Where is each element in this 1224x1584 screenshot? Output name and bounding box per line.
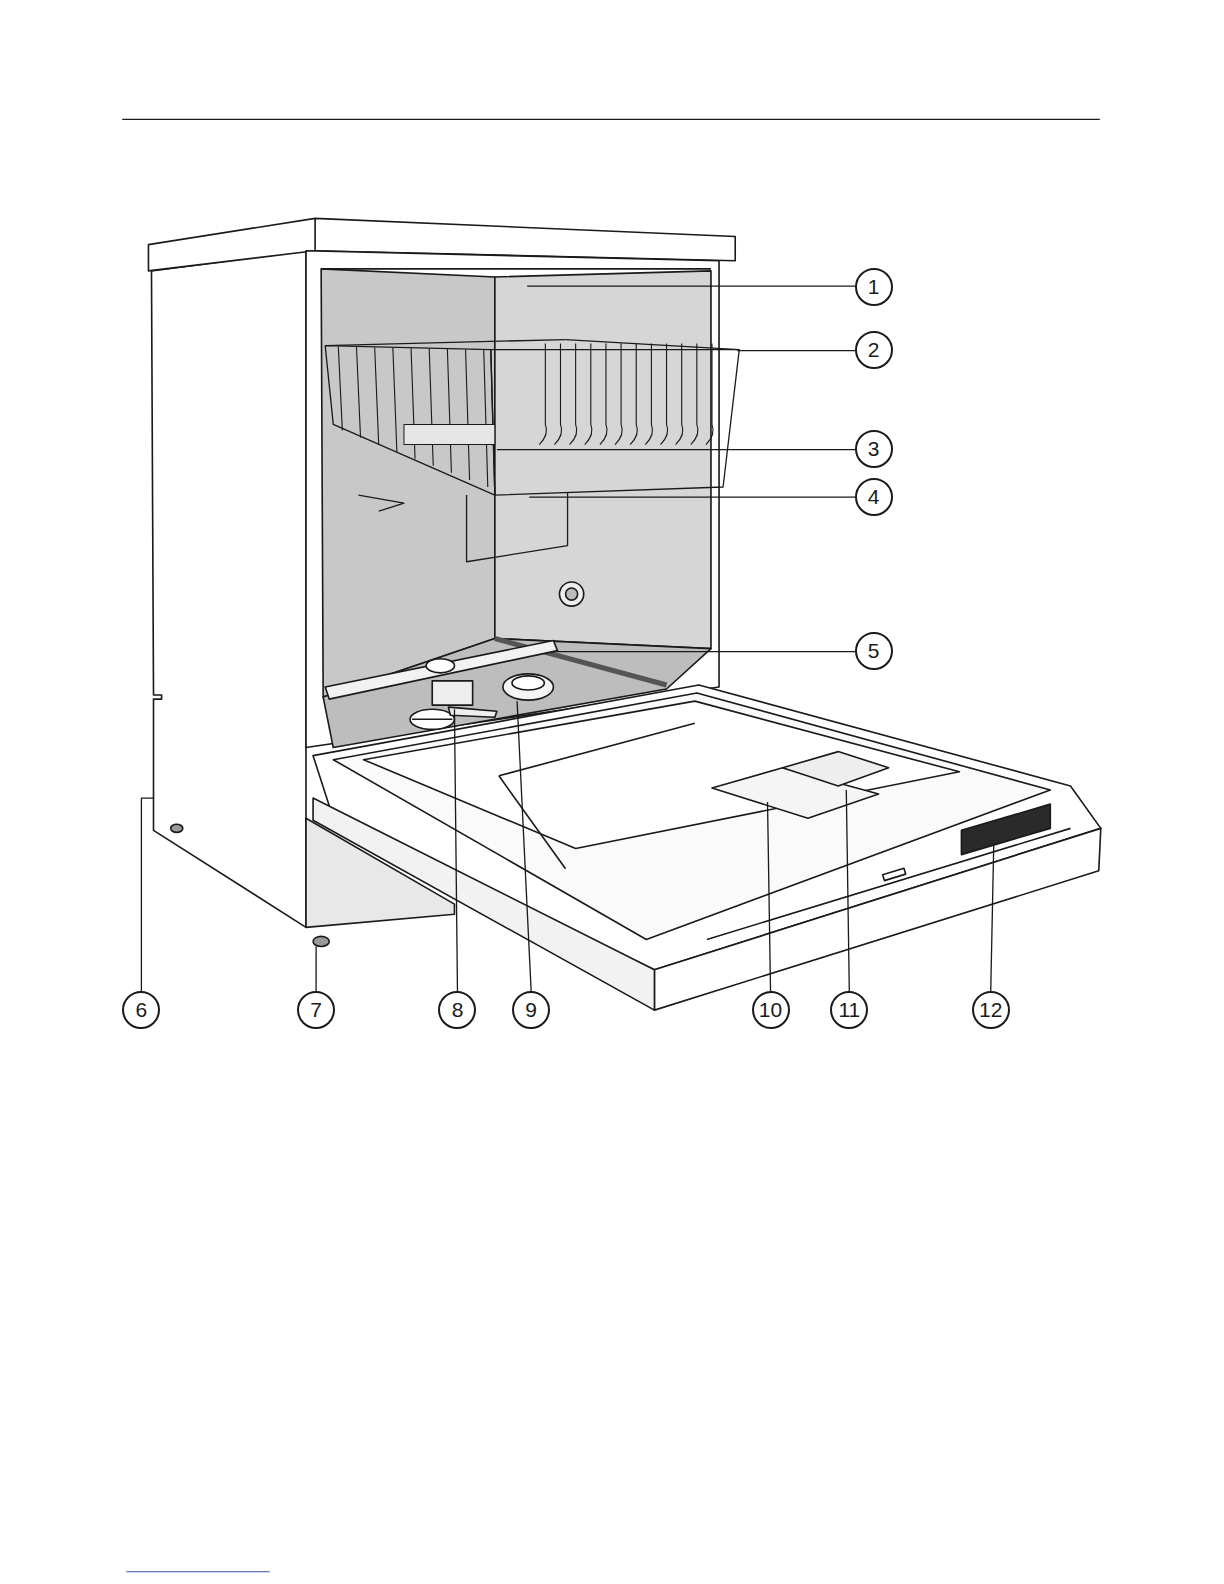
callout-number: 1 [855, 268, 893, 306]
callout-number: 7 [297, 991, 335, 1029]
basket-tine [615, 344, 622, 445]
basket-wire [484, 350, 488, 487]
callout-number: 2 [855, 331, 893, 369]
callout-number: 5 [855, 632, 893, 670]
basket-wire [447, 349, 451, 473]
callout-number: 9 [512, 991, 550, 1029]
basket-wire [375, 347, 379, 444]
basket-tine [630, 344, 637, 445]
basket-wire [466, 349, 470, 479]
basket-tine [676, 344, 683, 445]
basket-wire [356, 347, 360, 437]
callout-number: 6 [122, 991, 160, 1029]
basket-tine [691, 344, 698, 445]
basket-tine [539, 344, 546, 445]
basket-tine [554, 344, 561, 445]
basket-tine [645, 344, 652, 445]
basket-tine [570, 344, 577, 445]
callout-number: 3 [855, 430, 893, 468]
basket-wire [338, 347, 342, 431]
callout-number: 8 [438, 991, 476, 1029]
basket-wire [393, 348, 397, 452]
basket-wire [429, 349, 433, 466]
basket-tine [600, 344, 607, 445]
callout-number: 4 [855, 478, 893, 516]
callout-number: 10 [752, 991, 790, 1029]
callout-number: 12 [972, 991, 1010, 1029]
basket-tine [660, 344, 667, 445]
callout-number: 11 [830, 991, 868, 1029]
basket-tine [706, 344, 713, 445]
basket-tine [585, 344, 592, 445]
